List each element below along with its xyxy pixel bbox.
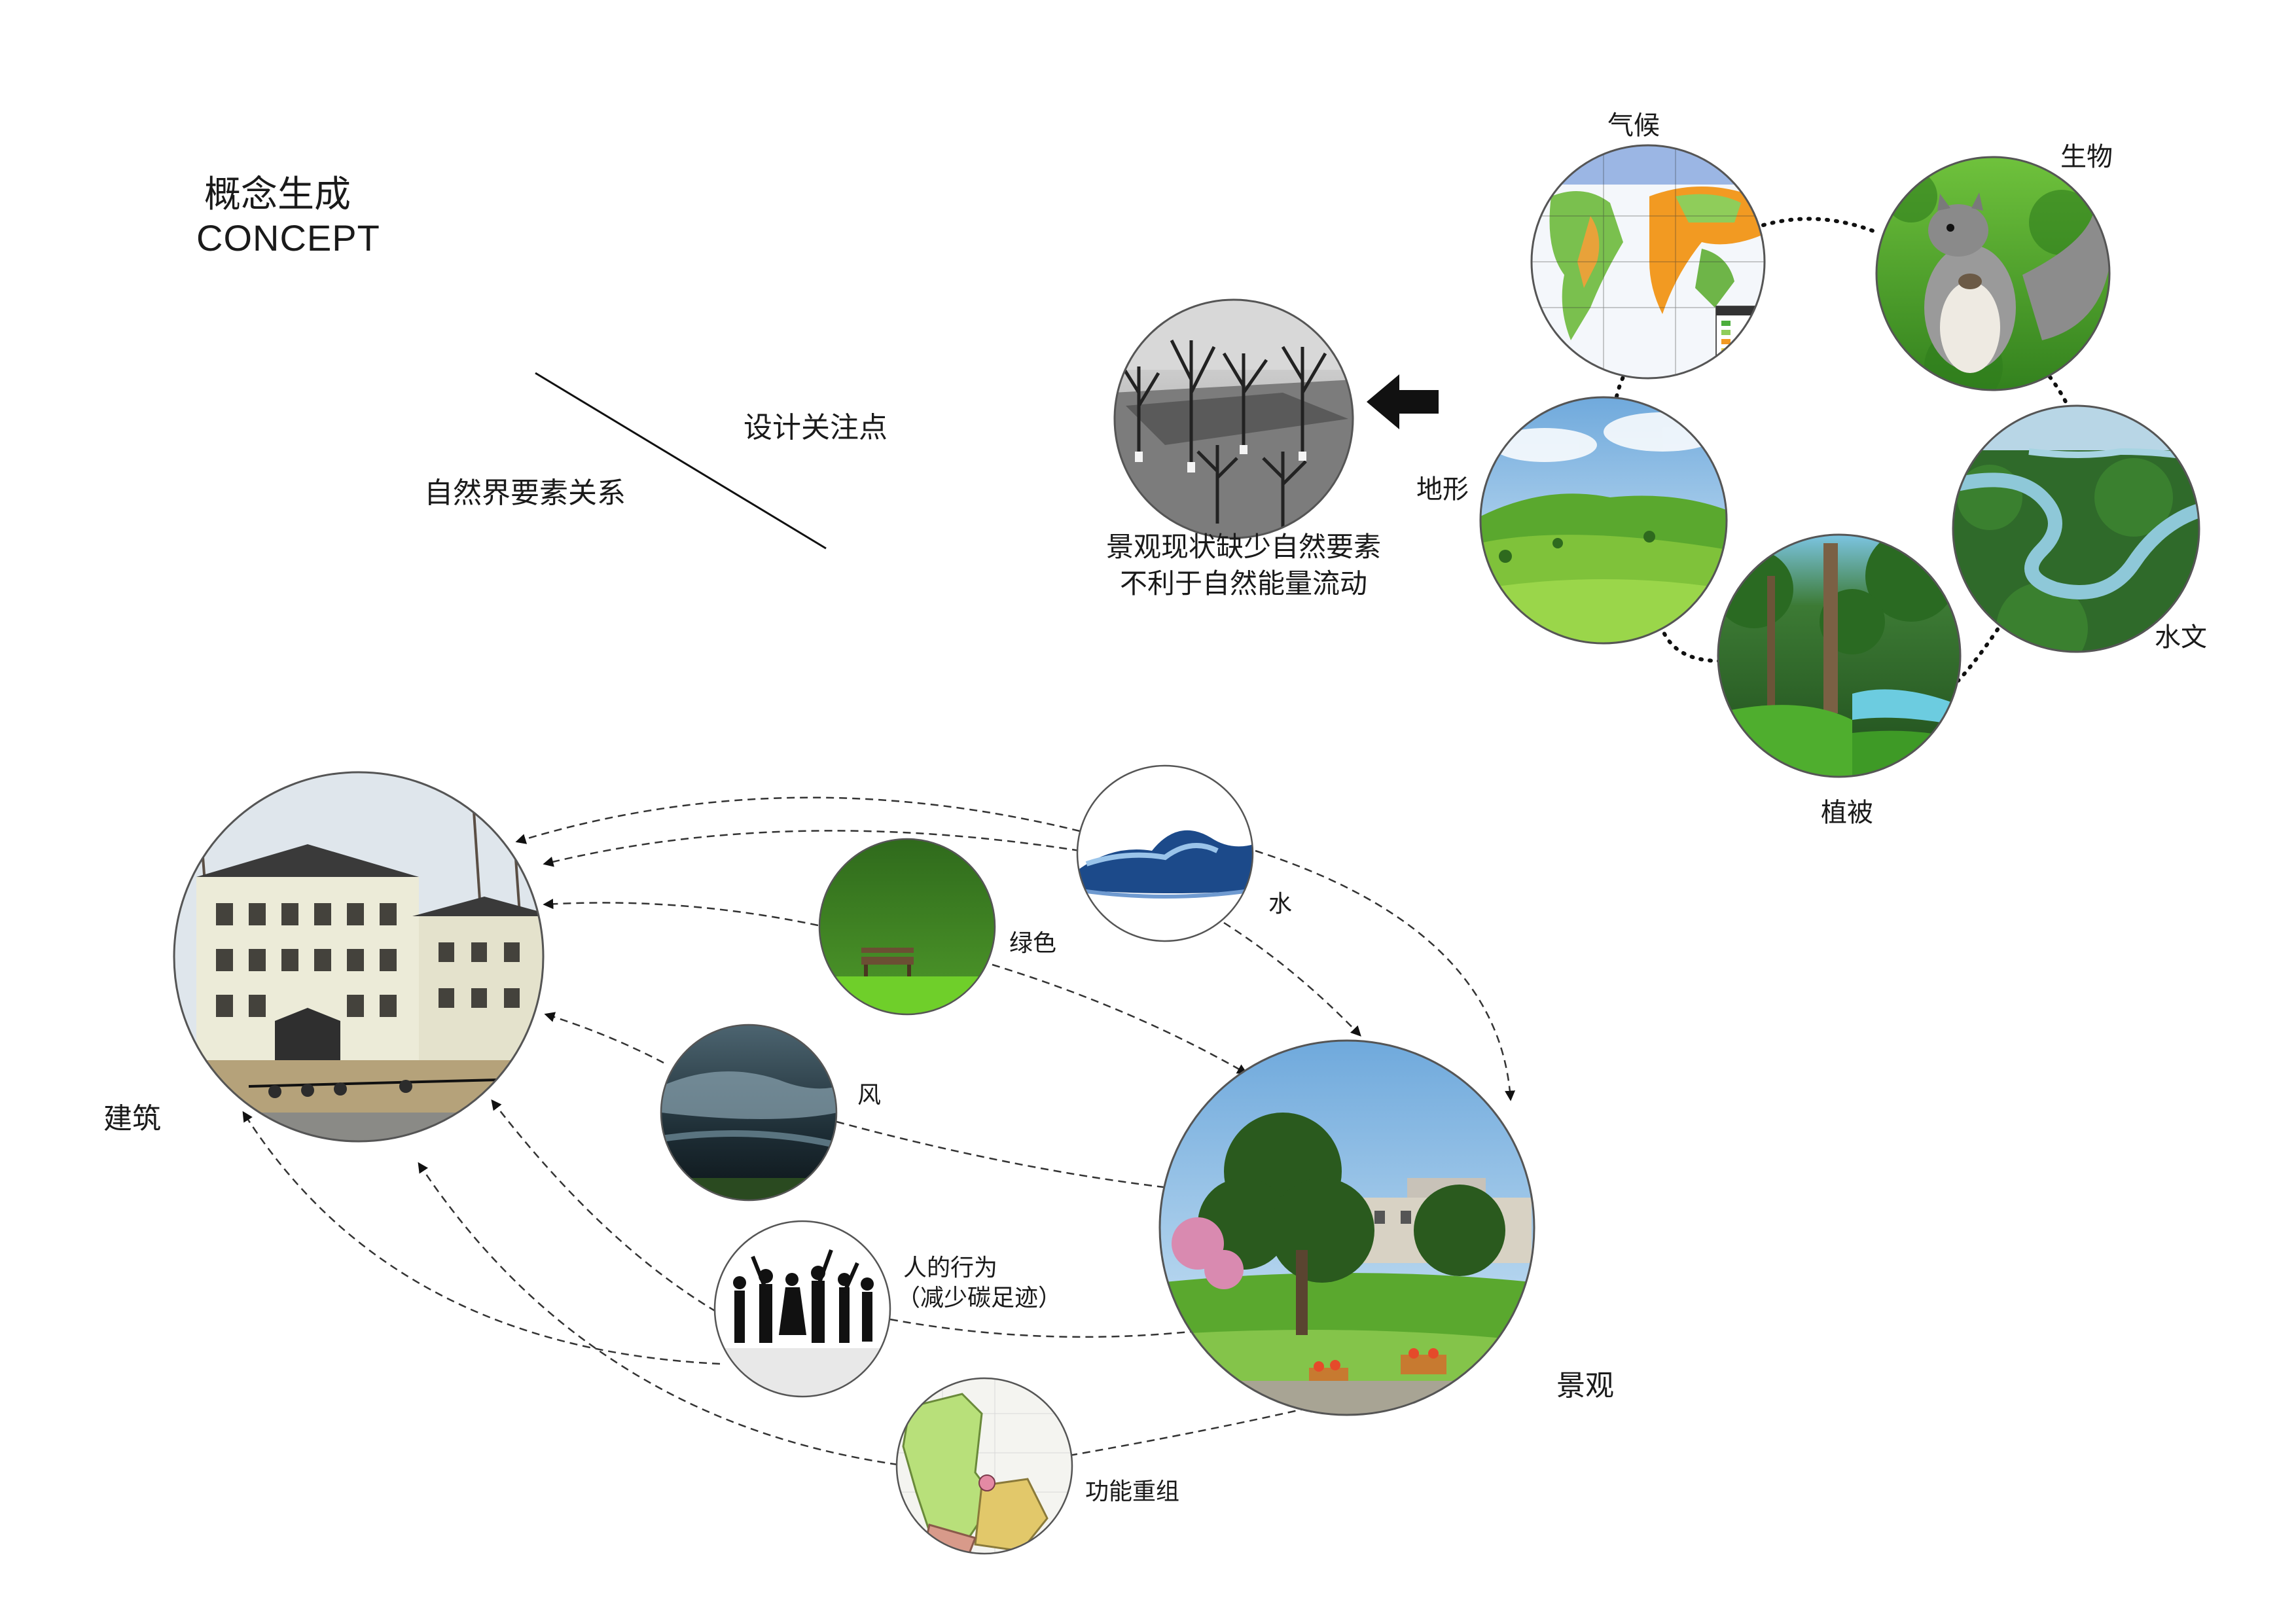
climate-circle (1530, 144, 1766, 380)
caption-line-1: 景观现状缺少自然要素 (1105, 531, 1381, 563)
architecture-circle (173, 771, 545, 1143)
green-circle (818, 838, 996, 1016)
diagonal-divider (535, 372, 827, 550)
water-circle (1076, 764, 1254, 942)
hydrology-label: 水文 (2155, 622, 2207, 652)
human-behavior-circle (713, 1220, 891, 1398)
wind-label: 风 (857, 1082, 882, 1109)
terrain-circle (1479, 396, 1728, 645)
pointer-arrow-icon (1367, 374, 1439, 429)
terrain-label: 地形 (1416, 474, 1469, 505)
design-focus-label: 设计关注点 (744, 411, 888, 444)
landscape-label: 景观 (1556, 1369, 1614, 1402)
water-label: 水 (1268, 891, 1293, 918)
landscape-circle (1158, 1039, 1535, 1416)
current-state-circle (1113, 298, 1354, 539)
title-english: CONCEPT (196, 217, 380, 259)
caption-line-2: 不利于自然能量流动 (1119, 567, 1367, 599)
vegetation-circle (1717, 533, 1962, 778)
climate-label: 气候 (1607, 111, 1660, 141)
natural-relations-label: 自然界要素关系 (424, 476, 626, 510)
human-behavior-sublabel: （减少碳足迹） (897, 1285, 1062, 1311)
title-chinese: 概念生成 (204, 173, 351, 216)
flow-arrows (242, 796, 1516, 1466)
current-state-caption: 景观现状缺少自然要素 不利于自然能量流动 (1073, 529, 1414, 602)
green-label: 绿色 (1009, 930, 1057, 957)
function-label: 功能重组 (1085, 1478, 1180, 1505)
human-behavior-label: 人的行为 (903, 1255, 998, 1281)
architecture-label: 建筑 (103, 1102, 161, 1135)
biology-circle (1875, 156, 2111, 391)
wind-circle (660, 1024, 838, 1202)
function-circle (895, 1377, 1073, 1555)
biology-label: 生物 (2060, 142, 2113, 172)
vegetation-label: 植被 (1821, 798, 1873, 828)
